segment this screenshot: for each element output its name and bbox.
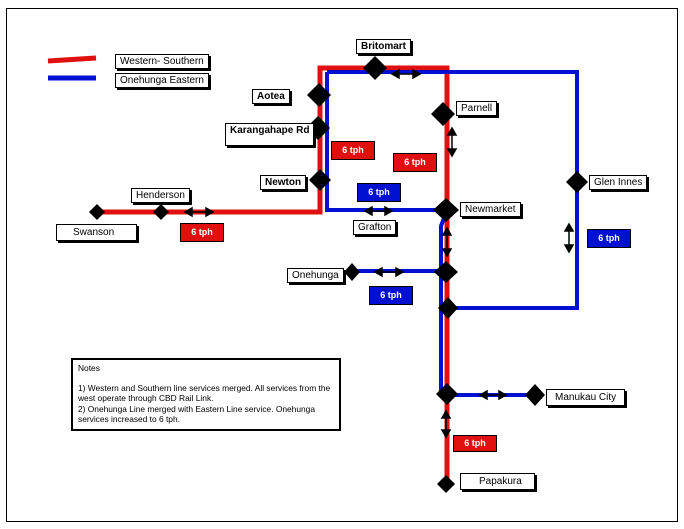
label-newmarket: Newmarket — [460, 202, 521, 217]
notes-line-2: 2) Onehunga Line merged with Eastern Lin… — [78, 403, 315, 425]
arrow-britomart-icon — [390, 68, 422, 80]
arrow-papakura-icon — [440, 409, 452, 439]
eastern-city-line — [325, 72, 450, 272]
label-britomart: Britomart — [356, 39, 412, 54]
station-onehunga[interactable] — [344, 263, 360, 281]
station-parnell[interactable] — [431, 102, 455, 126]
tph-southern-red: 6 tph — [453, 435, 497, 452]
label-newton: Newton — [260, 175, 307, 190]
tph-western-red: 6 tph — [180, 223, 224, 242]
label-karangahape: Karangahape Rd — [225, 123, 315, 146]
arrow-parnell-icon — [446, 126, 458, 158]
station-junction-onehunga[interactable] — [434, 261, 458, 283]
station-henderson[interactable] — [153, 204, 169, 220]
label-aotea: Aotea — [252, 89, 290, 104]
tph-eastern-blue: 6 tph — [587, 229, 631, 248]
arrow-newmarket-south-icon — [441, 226, 453, 258]
station-junction-manukau[interactable] — [436, 383, 458, 405]
arrow-manukau-icon — [478, 389, 508, 401]
station-manukau[interactable] — [525, 384, 545, 406]
notes-line-1: 1) Western and Southern line services me… — [78, 382, 331, 404]
label-swanson: Swanson — [56, 224, 138, 241]
label-papakura: Papakura — [460, 473, 535, 490]
arrow-onehunga-icon — [373, 266, 405, 278]
tph-onehunga-blue: 6 tph — [369, 286, 413, 305]
tph-city-red: 6 tph — [331, 141, 375, 160]
arrow-western-icon — [183, 206, 215, 218]
notes-box: Notes 1) Western and Southern line servi… — [71, 358, 341, 431]
station-newton[interactable] — [309, 169, 331, 191]
diagram-frame — [6, 8, 678, 522]
station-aotea[interactable] — [307, 83, 331, 107]
arrow-glen-innes-icon — [563, 222, 575, 254]
station-swanson[interactable] — [89, 204, 105, 220]
label-grafton: Grafton — [353, 220, 397, 235]
legend-onehunga-eastern: Onehunga Eastern — [115, 73, 209, 88]
legend-western-southern: Western- Southern — [115, 54, 209, 69]
tph-parnell-red: 6 tph — [393, 153, 437, 172]
label-glen-innes: Glen Innes — [589, 175, 648, 190]
label-parnell: Parnell — [456, 101, 498, 116]
station-papakura[interactable] — [437, 475, 455, 493]
station-newmarket[interactable] — [433, 198, 459, 222]
legend-red-line — [47, 55, 97, 64]
label-manukau: Manukau City — [546, 389, 626, 406]
label-onehunga: Onehunga — [287, 268, 344, 283]
label-henderson: Henderson — [131, 188, 190, 203]
tph-city-blue: 6 tph — [357, 183, 401, 202]
station-glen-innes[interactable] — [566, 171, 588, 193]
notes-title: Notes — [78, 363, 100, 373]
arrow-grafton-icon — [363, 205, 394, 217]
station-junction-eastern[interactable] — [438, 297, 458, 319]
station-britomart[interactable] — [363, 56, 387, 80]
